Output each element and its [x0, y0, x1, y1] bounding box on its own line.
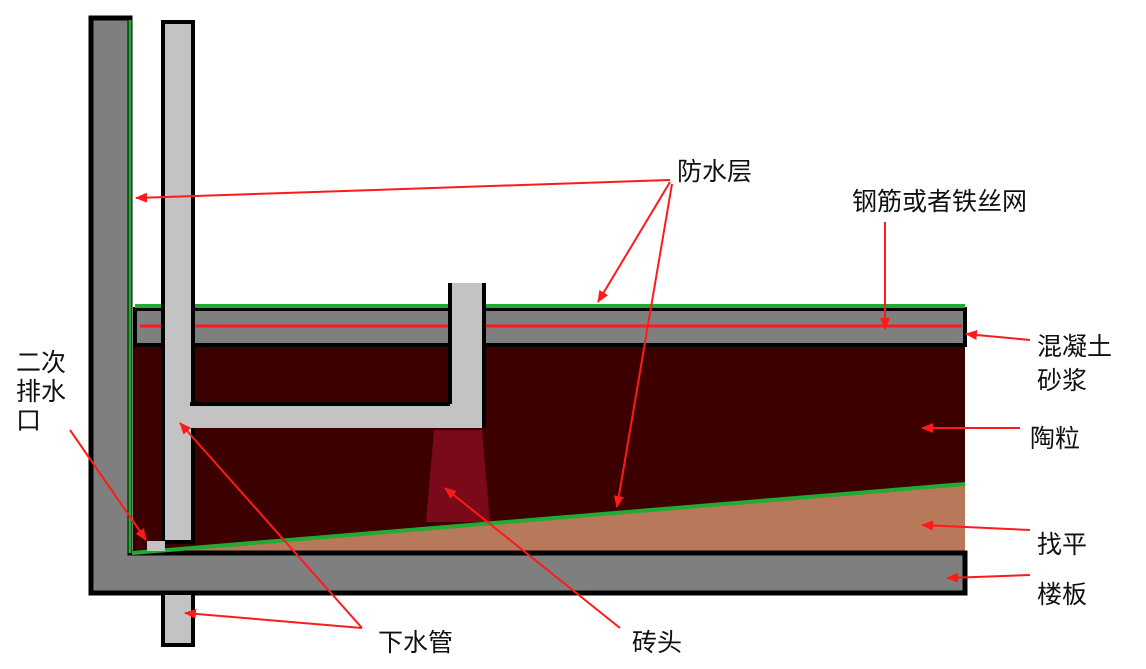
label-secondary-drain-line2: 排水 [16, 377, 66, 406]
arrow-drain-pipe-branch [179, 422, 363, 629]
arrows [69, 179, 1031, 629]
drain-pipe-vertical [161, 20, 195, 544]
arrow-secondary-drain [69, 429, 147, 541]
brick [426, 430, 490, 522]
label-secondary-drain-line1: 二次 [16, 348, 66, 377]
drain-pipe-below-slab [161, 591, 195, 647]
label-leveling: 找平 [1037, 530, 1087, 559]
label-waterproof-layer: 防水层 [677, 157, 752, 186]
arrow-leveling [921, 520, 1031, 531]
arrow-concrete [965, 330, 1031, 341]
secondary-drain-outlet [147, 541, 165, 551]
arrow-drain-pipe-lower [184, 608, 363, 629]
label-drain-pipe: 下水管 [378, 628, 453, 657]
arrow-floor-slab [946, 572, 1031, 583]
arrow-waterproof-slope [613, 183, 673, 508]
arrow-brick [444, 487, 621, 629]
label-concrete-line2: 砂浆 [1037, 366, 1087, 395]
label-ceramsite: 陶粒 [1030, 424, 1080, 453]
label-brick: 砖头 [632, 628, 682, 657]
arrow-waterproof-top [597, 181, 671, 303]
drain-pipe-branch-horizontal [190, 404, 482, 428]
arrow-waterproof-wall [135, 179, 671, 203]
drain-pipe-riser [450, 283, 482, 428]
waterproof-line-slope [131, 482, 966, 555]
floor-slab [88, 15, 968, 596]
label-concrete-line1: 混凝土 [1037, 332, 1112, 361]
riser-through-slab [452, 310, 482, 344]
label-steel-mesh: 钢筋或者铁丝网 [852, 187, 1027, 216]
label-secondary-drain-line3: 口 [16, 406, 41, 435]
label-floor-slab: 楼板 [1037, 580, 1087, 609]
